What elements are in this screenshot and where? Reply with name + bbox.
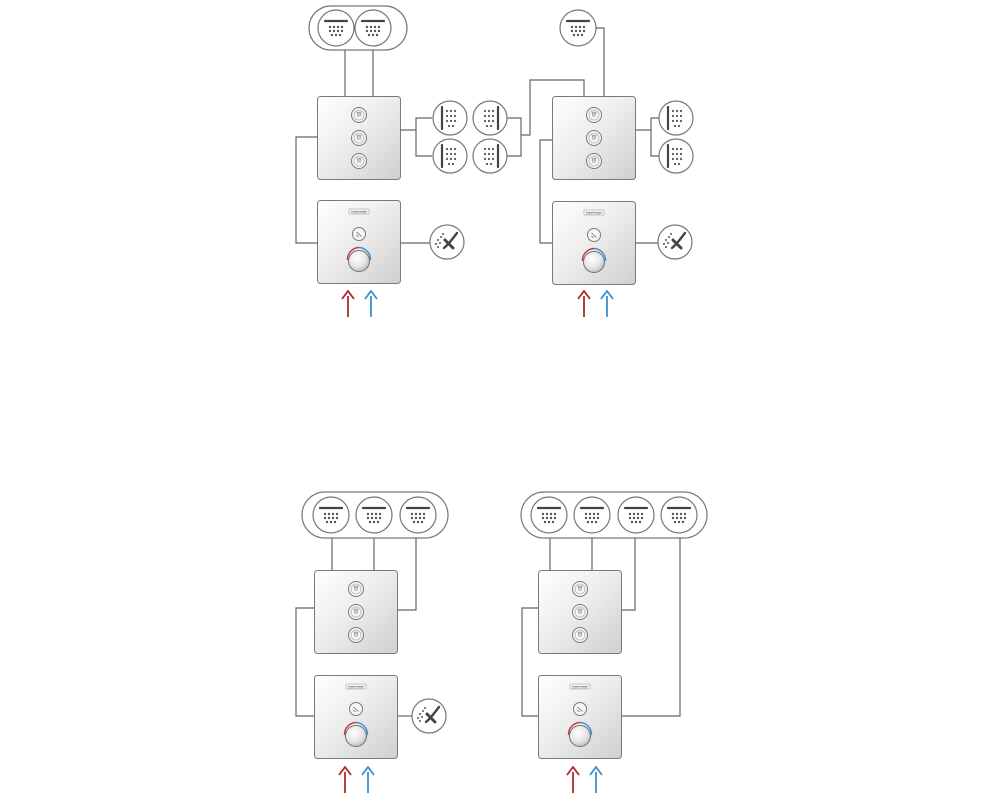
diagram-config-3	[295, 536, 417, 717]
body-jet-outlets-left-config-2	[472, 100, 508, 174]
hot-water-arrow-icon	[341, 290, 355, 318]
overhead-outlet-config-2	[559, 9, 597, 47]
body-jet-outlets-config-1	[432, 100, 468, 174]
brand-logo: GROHE	[351, 210, 367, 215]
brand-logo: GROHE	[586, 211, 602, 216]
hot-water-arrow-icon	[577, 290, 591, 318]
diagram-config-1	[295, 50, 432, 244]
diagram-config-4	[521, 536, 681, 717]
hand-shower-outlet-config-1	[429, 224, 465, 260]
upper-selector-module	[539, 571, 622, 654]
hot-water-arrow-icon	[338, 766, 352, 794]
body-jet-outlets-right-config-2	[658, 100, 694, 174]
overhead-group-config-3	[301, 491, 449, 539]
upper-selector-module	[553, 97, 636, 180]
cold-water-arrow-icon	[589, 766, 603, 794]
hot-water-arrow-icon	[566, 766, 580, 794]
brand-logo: GROHE	[348, 685, 364, 690]
brand-logo: GROHE	[572, 685, 588, 690]
cold-water-arrow-icon	[600, 290, 614, 318]
diagram-config-2	[507, 27, 659, 244]
upper-selector-module	[315, 571, 398, 654]
overhead-group-config-4	[520, 491, 708, 539]
cold-water-arrow-icon	[364, 290, 378, 318]
cold-water-arrow-icon	[361, 766, 375, 794]
overhead-group-config-1	[308, 5, 408, 51]
upper-selector-module	[318, 97, 401, 180]
hand-shower-outlet-config-3	[411, 698, 447, 734]
hand-shower-outlet-config-2	[657, 224, 693, 260]
